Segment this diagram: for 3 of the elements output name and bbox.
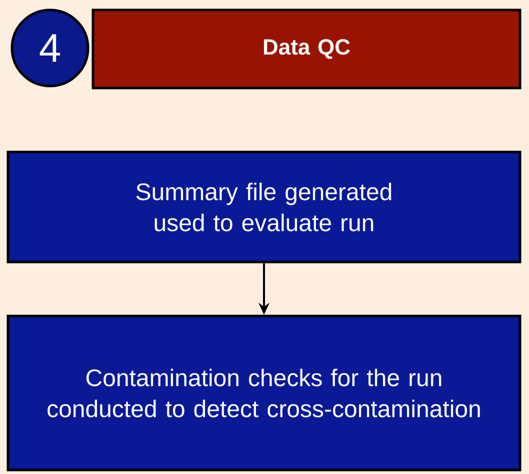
process-box: Summary file generated used to evaluate run	[6, 150, 522, 264]
process-box: Data QC	[92, 8, 522, 90]
process-box: Contamination checks for the run conducted to detect cross-contamination	[6, 314, 522, 472]
